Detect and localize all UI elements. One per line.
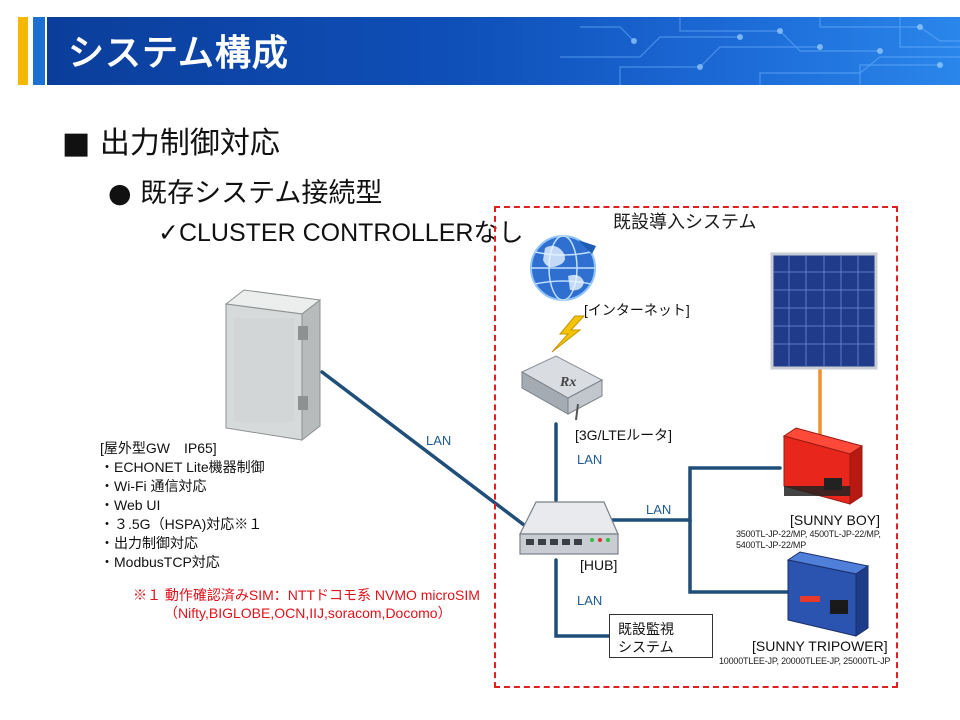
router-label: [3G/LTEルータ] [575,427,672,443]
sunny-tripower-label: [SUNNY TRIPOWER] [752,638,888,654]
sunny-boy-inverter-icon [782,427,864,505]
lan-line-hub-tripower [688,518,790,594]
sunny-boy-models-line2: 5400TL-JP-22/MP [736,540,807,550]
gateway-feature-item: ・Wi-Fi 通信対応 [100,478,207,494]
solar-panel-icon [770,252,878,370]
sunny-tripower-inverter-icon [786,551,870,637]
sunny-tripower-models: 10000TLEE-JP, 20000TLEE-JP, 25000TL-JP [719,656,891,666]
internet-label: [インターネット] [584,302,690,318]
router-icon: Rx [520,355,604,421]
gateway-feature-item: ・３.5G（HSPA)対応※１ [100,516,263,532]
internet-globe-icon [530,235,596,301]
lan-line-hub-monitor [554,558,611,638]
existing-monitor-box: 既設監視 システム [609,614,713,658]
gateway-title: [屋外型GW IP65] [100,440,217,456]
lightning-icon [551,315,586,353]
monitor-label-line2: システム [618,639,674,655]
lan-line-hub-inverters [608,466,782,522]
monitor-label-line1: 既設監視 [618,621,674,637]
accent-bar-blue [33,17,45,85]
bullet-level1: ■ 出力制御対応 [62,126,280,161]
lan-label-hub-monitor: LAN [577,593,603,608]
gateway-feature-item: ・Web UI [100,497,161,513]
hub-icon [519,501,619,555]
footnote-line2: （Nifty,BIGLOBE,OCN,IIJ,soracom,Docomo） [164,605,452,621]
lan-line-gw-hub [320,370,530,530]
hub-label: [HUB] [580,557,618,573]
accent-bar-yellow [18,17,28,85]
gateway-feature-item: ・出力制御対応 [100,535,198,551]
bullet-level2: ● 既存システム接続型 [108,178,383,209]
gateway-feature-item: ・ECHONET Lite機器制御 [100,459,265,475]
sunny-boy-models-line1: 3500TL-JP-22/MP, 4500TL-JP-22/MP, [736,529,881,539]
bullet-level3: ✓CLUSTER CONTROLLERなし [158,219,524,247]
svg-text:Rx: Rx [559,375,576,390]
existing-system-region [494,206,898,688]
page-title: システム構成 [68,33,289,74]
gateway-feature-list: ・ECHONET Lite機器制御 ・Wi-Fi 通信対応 ・Web UI ・３… [100,458,265,572]
circuit-pattern-decoration [560,17,960,85]
gateway-feature-item: ・ModbusTCP対応 [100,554,220,570]
existing-system-label: 既設導入システム [613,212,757,232]
lan-label-hub-inverters: LAN [646,502,672,517]
footnote-line1: ※１ 動作確認済みSIM：NTTドコモ系 NVMO microSIM [133,587,480,603]
sunny-boy-label: [SUNNY BOY] [790,512,880,528]
outdoor-gateway-icon [224,289,322,442]
lan-label-router-hub: LAN [577,452,603,467]
lan-label-gw-hub: LAN [426,433,452,448]
